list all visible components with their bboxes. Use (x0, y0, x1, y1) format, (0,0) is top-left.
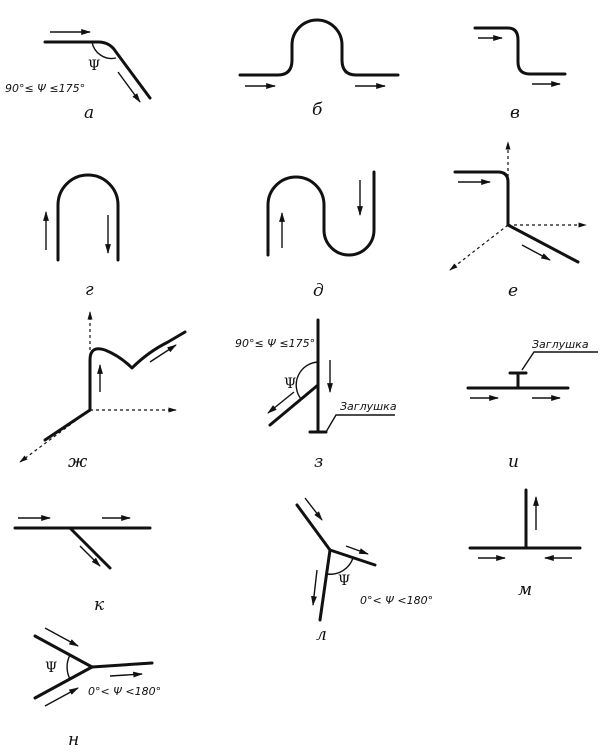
pipe-branch-a (33, 634, 94, 669)
plug-note: Заглушка (340, 400, 397, 413)
flow-arrow (345, 545, 369, 555)
angle-symbol: Ψ (338, 573, 350, 589)
panel-e: е (449, 141, 587, 301)
panel-label: м (518, 580, 532, 600)
panel-label: в (510, 103, 520, 123)
pipe-inlet (43, 408, 92, 442)
flow-arrow (117, 71, 141, 103)
pipe-branch-out (328, 548, 377, 567)
panel-n: Ψ 0°< Ψ <180° н (33, 627, 161, 750)
flow-arrow (44, 627, 79, 647)
flow-arrow (44, 687, 79, 707)
panel-label: е (508, 281, 518, 301)
flow-arrow (311, 569, 318, 606)
plug-note: Заглушка (532, 338, 589, 351)
panel-m: м (468, 488, 582, 600)
pipe-branch (68, 526, 112, 570)
flow-arrow (79, 545, 101, 567)
panel-label: л (316, 625, 327, 645)
panel-k: к (13, 515, 152, 615)
angle-arc (326, 557, 354, 575)
flow-arrow (304, 497, 323, 521)
angle-range-note: 90°≤ Ψ ≤175° (235, 337, 315, 350)
angle-symbol: Ψ (88, 58, 100, 74)
pipe-s-bend (266, 170, 376, 257)
flow-arrow (149, 344, 177, 363)
flow-arrow (521, 244, 551, 261)
flow-arrow (109, 671, 143, 678)
pipe-u-bend (56, 173, 120, 262)
pipe-branch-in (295, 503, 332, 552)
panel-label: и (508, 452, 519, 472)
panel-label: н (68, 730, 79, 750)
panel-label: б (312, 100, 323, 120)
panel-d: д (266, 170, 376, 301)
plug-leader (325, 414, 395, 433)
panel-i: Заглушка и (466, 338, 598, 472)
pipe-bend (43, 40, 152, 100)
angle-arc (91, 41, 117, 60)
angle-range-note: 0°< Ψ <180° (360, 594, 433, 607)
angle-range-note: 0°< Ψ <180° (88, 685, 161, 698)
panel-zh: ж (19, 311, 187, 472)
panel-v: в (473, 26, 567, 123)
panel-label: д (313, 281, 324, 301)
panel-label: к (94, 595, 105, 615)
panel-z: Ψ 90°≤ Ψ ≤175° Заглушка з (235, 318, 397, 472)
panel-label: а (84, 103, 94, 123)
pipe-loop (238, 18, 400, 77)
pipe-spatial (88, 330, 187, 412)
flow-arrow (267, 391, 295, 414)
pipe-outlet (506, 223, 580, 264)
panel-label: з (314, 452, 323, 472)
pipe-branch-b (33, 665, 94, 700)
angle-arc (66, 654, 71, 680)
plug-leader (521, 351, 598, 371)
angle-range-note: 90°≤ Ψ ≤175° (5, 82, 85, 95)
axis-diagonal (19, 409, 91, 463)
panel-label: ж (68, 452, 88, 472)
angle-symbol: Ψ (284, 376, 296, 392)
pipe-main (318, 548, 332, 622)
pipe-inlet (453, 170, 510, 227)
axis-diagonal (449, 224, 509, 271)
panel-l: Ψ 0°< Ψ <180° л (295, 497, 433, 645)
panel-a: Ψ 90°≤ Ψ ≤175° а (5, 29, 152, 123)
angle-symbol: Ψ (45, 660, 57, 676)
panel-g: г (43, 173, 120, 300)
angle-arc (295, 361, 319, 400)
pipe-offset (473, 26, 567, 76)
pipe-main (90, 661, 154, 669)
panel-label: г (85, 280, 94, 300)
panel-b: б (238, 18, 400, 120)
pipe-branch (268, 383, 320, 427)
